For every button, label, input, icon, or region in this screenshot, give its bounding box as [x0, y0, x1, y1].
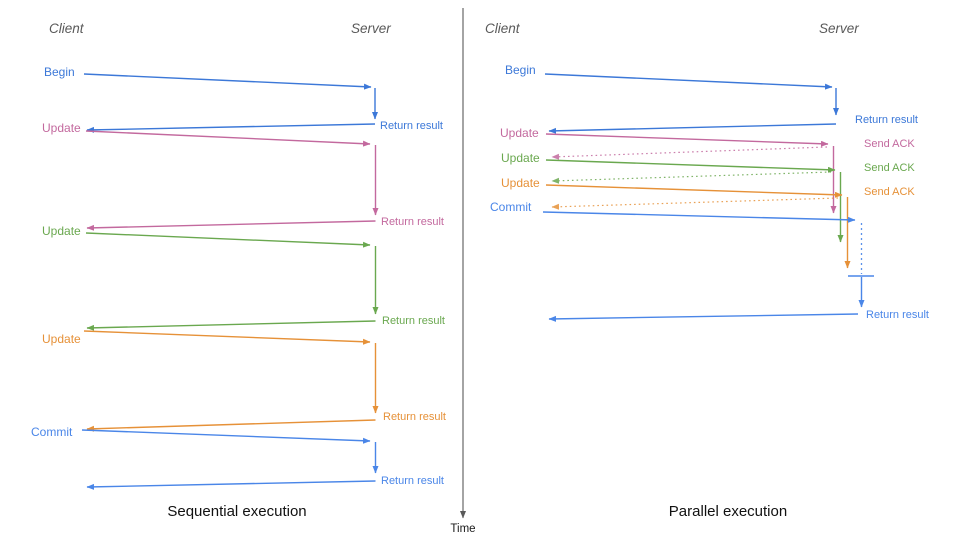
right-begin-response-arrow [548, 123, 837, 134]
left-update2-label: Update [42, 224, 81, 238]
left-update2-response-arrow [86, 320, 376, 331]
right-update1-ack-dotted-arrow [551, 146, 828, 160]
right-send-ack-label-2: Send ACK [864, 162, 915, 174]
right-update2-ack-dotted-arrow [551, 171, 832, 184]
right-commit-request-arrow [542, 211, 856, 223]
left-begin-response-arrow [86, 123, 376, 133]
right-begin-request-arrow [544, 73, 833, 90]
left-commit-request-arrow [81, 429, 371, 444]
right-send-ack-label-1: Send ACK [864, 138, 915, 150]
left-begin-request-arrow [83, 73, 372, 90]
left-begin-label: Begin [44, 65, 75, 79]
left-client-header: Client [49, 21, 84, 36]
right-send-ack-label-3: Send ACK [864, 186, 915, 198]
left-server-header: Server [351, 21, 391, 36]
right-commit-label: Commit [490, 200, 532, 214]
right-update2-label: Update [501, 151, 540, 165]
right-update3-request-arrow [545, 184, 843, 198]
left-panel-caption: Sequential execution [167, 503, 307, 520]
left-update3-label: Update [42, 332, 81, 346]
right-begin-label: Begin [505, 63, 536, 77]
left-update3-response-arrow [86, 419, 376, 432]
left-return-result-label-3: Return result [382, 315, 445, 327]
left-update1-request-arrow [85, 130, 371, 147]
right-return-result-label-1: Return result [855, 114, 918, 126]
left-update1-response-arrow [86, 220, 376, 231]
right-update3-ack-dotted-arrow [551, 197, 839, 210]
left-update2-request-arrow [85, 232, 371, 248]
right-update3-label: Update [501, 176, 540, 190]
left-commit-label: Commit [31, 425, 73, 439]
right-server-header: Server [819, 21, 859, 36]
right-client-header: Client [485, 21, 520, 36]
right-update1-request-arrow [545, 133, 829, 147]
right-commit-response-arrow [548, 313, 859, 322]
right-update1-label: Update [500, 126, 539, 140]
left-return-result-label-2: Return result [381, 216, 444, 228]
left-return-result-label-5: Return result [381, 475, 444, 487]
right-return-result-label-2: Return result [866, 309, 929, 321]
right-panel-caption: Parallel execution [668, 503, 788, 520]
left-update3-request-arrow [83, 330, 371, 345]
left-commit-response-arrow [86, 480, 376, 490]
left-update1-label: Update [42, 121, 81, 135]
left-return-result-label-1: Return result [380, 120, 443, 132]
left-return-result-label-4: Return result [383, 411, 446, 423]
right-update2-request-arrow [545, 159, 836, 173]
time-axis-label: Time [450, 523, 476, 535]
